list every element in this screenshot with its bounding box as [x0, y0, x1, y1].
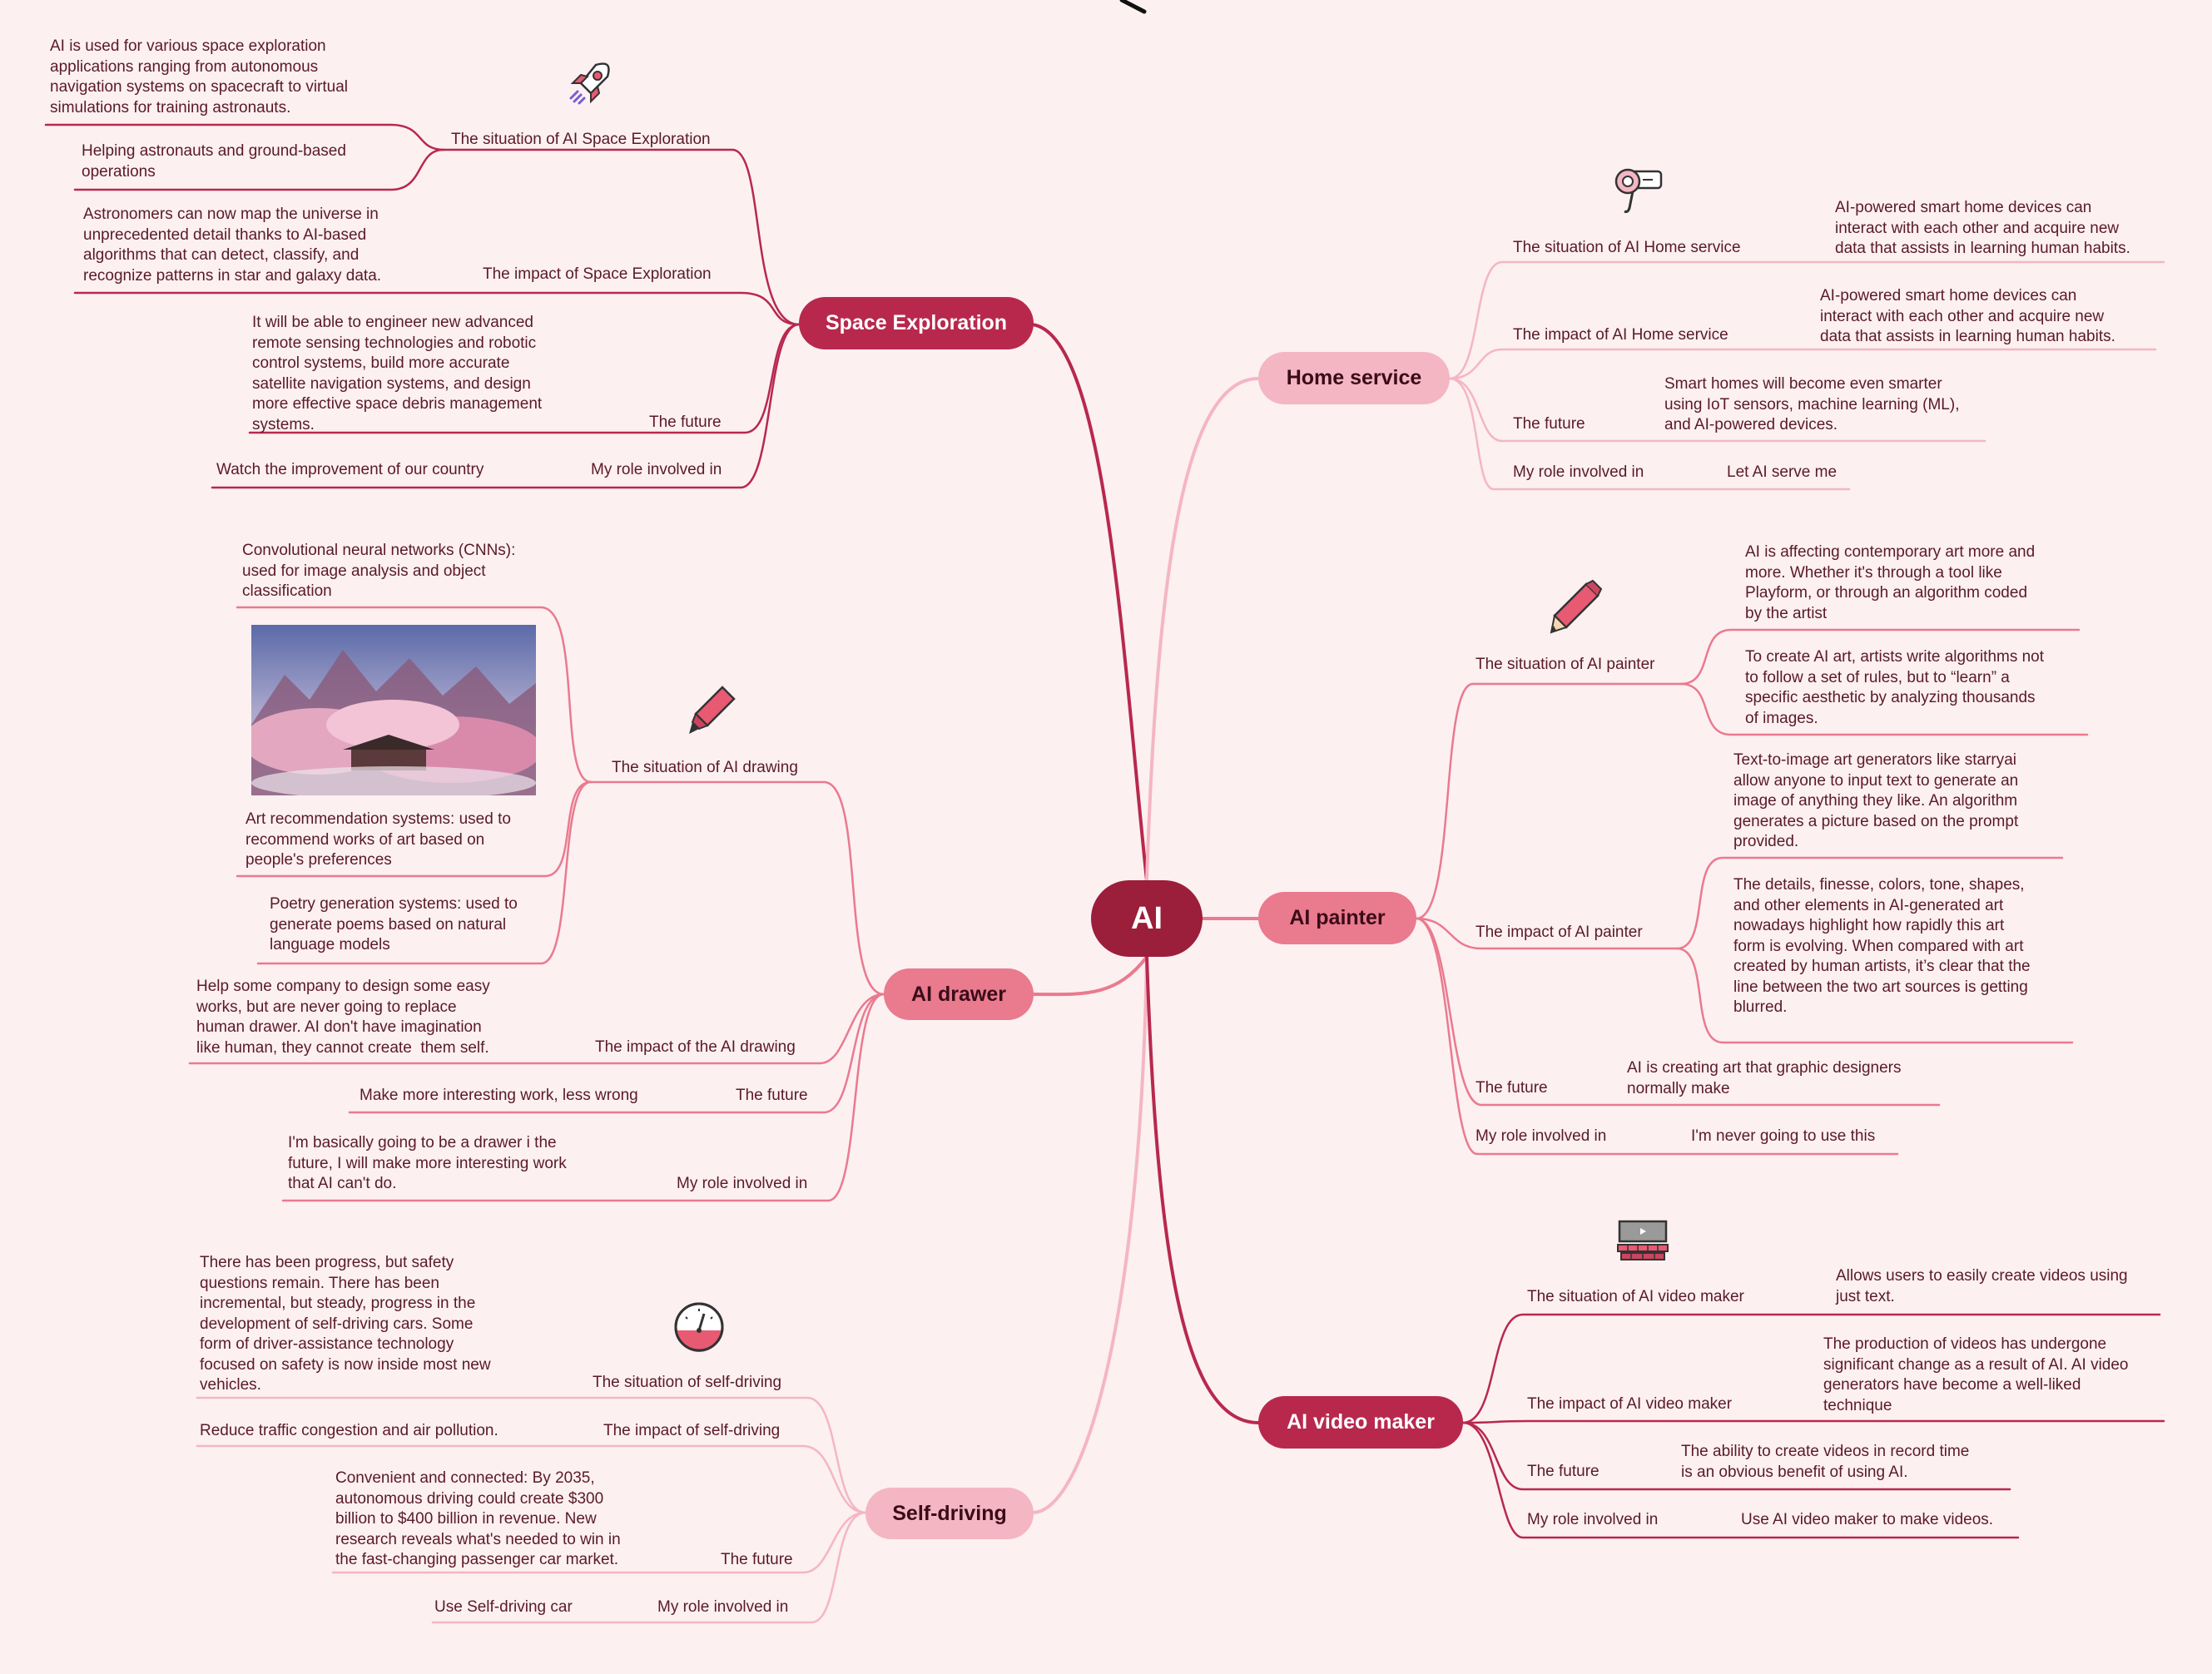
- branch-label: AI video maker: [1287, 1410, 1435, 1434]
- space-impact-detail[interactable]: Astronomers can now map the universe in …: [83, 206, 382, 285]
- selfdriving-future-label[interactable]: The future: [721, 1551, 793, 1568]
- painter-role-label[interactable]: My role involved in: [1475, 1127, 1607, 1145]
- drawer-poetry-detail[interactable]: Poetry generation systems: used to gener…: [270, 895, 518, 953]
- home-situation-detail[interactable]: AI-powered smart home devices can intera…: [1835, 199, 2130, 257]
- selfdriving-role-detail[interactable]: Use Self-driving car: [434, 1598, 573, 1616]
- drawer-future-label[interactable]: The future: [736, 1087, 808, 1104]
- painter-impact-label[interactable]: The impact of AI painter: [1475, 924, 1643, 941]
- home-future-label[interactable]: The future: [1513, 415, 1585, 433]
- video-role-detail[interactable]: Use AI video maker to make videos.: [1741, 1511, 1994, 1528]
- hair-dryer-icon: [1614, 168, 1663, 213]
- drawer-impact-detail[interactable]: Help some company to design some easy wo…: [196, 978, 490, 1057]
- space-future-label[interactable]: The future: [649, 414, 722, 431]
- painter-impact-detail-1[interactable]: Text-to-image art generators like starry…: [1733, 751, 2019, 850]
- painter-situation-detail-1[interactable]: AI is affecting contemporary art more an…: [1745, 543, 2036, 622]
- home-impact-label[interactable]: The impact of AI Home service: [1513, 326, 1728, 344]
- video-future-label[interactable]: The future: [1527, 1463, 1599, 1480]
- speedometer-icon: [674, 1302, 724, 1352]
- space-situation-detail-1[interactable]: AI is used for various space exploration…: [50, 37, 349, 116]
- space-impact-label[interactable]: The impact of Space Exploration: [483, 265, 712, 283]
- rocket-icon: [569, 62, 610, 105]
- root-label: AI: [1131, 900, 1163, 936]
- painter-role-detail[interactable]: I'm never going to use this: [1691, 1127, 1876, 1145]
- branch-home-service[interactable]: Home service: [1258, 352, 1450, 404]
- selfdriving-role-label[interactable]: My role involved in: [657, 1598, 789, 1616]
- drawer-situation-label[interactable]: The situation of AI drawing: [612, 759, 798, 776]
- home-impact-detail[interactable]: AI-powered smart home devices can intera…: [1820, 287, 2115, 345]
- drawer-role-detail[interactable]: I'm basically going to be a drawer i the…: [288, 1134, 567, 1192]
- painter-situation-detail-2[interactable]: To create AI art, artists write algorith…: [1745, 648, 2045, 727]
- branch-self-driving[interactable]: Self-driving: [865, 1488, 1034, 1539]
- branch-label: Space Exploration: [825, 311, 1008, 334]
- branch-ai-video-maker[interactable]: AI video maker: [1258, 1396, 1463, 1449]
- home-future-detail[interactable]: Smart homes will become even smarter usi…: [1664, 375, 1960, 433]
- selfdriving-impact-label[interactable]: The impact of self-driving: [603, 1422, 781, 1439]
- branch-ai-painter[interactable]: AI painter: [1258, 892, 1416, 944]
- space-situation-detail-2[interactable]: Helping astronauts and ground-based oper…: [82, 142, 346, 181]
- video-impact-detail[interactable]: The production of videos has undergone s…: [1823, 1335, 2129, 1414]
- video-situation-detail[interactable]: Allows users to easily create videos usi…: [1836, 1267, 2128, 1305]
- home-situation-label[interactable]: The situation of AI Home service: [1513, 239, 1741, 256]
- painter-situation-label[interactable]: The situation of AI painter: [1475, 656, 1655, 673]
- branch-label: AI drawer: [911, 982, 1006, 1006]
- marker-icon: [689, 686, 736, 734]
- selfdriving-future-detail[interactable]: Convenient and connected: By 2035, auton…: [335, 1469, 621, 1568]
- space-role-label[interactable]: My role involved in: [591, 461, 722, 478]
- drawer-role-label[interactable]: My role involved in: [677, 1175, 808, 1192]
- space-situation-label[interactable]: The situation of AI Space Exploration: [451, 131, 711, 148]
- pink-blossom-painting-image: [251, 625, 536, 795]
- home-role-label[interactable]: My role involved in: [1513, 463, 1644, 481]
- selfdriving-situation-detail[interactable]: There has been progress, but safety ques…: [200, 1254, 491, 1394]
- painter-future-label[interactable]: The future: [1475, 1079, 1548, 1097]
- painter-future-detail[interactable]: AI is creating art that graphic designer…: [1627, 1059, 1902, 1097]
- branch-label: Home service: [1286, 366, 1422, 389]
- space-role-detail[interactable]: Watch the improvement of our country: [216, 461, 484, 478]
- pencil-icon: [1550, 579, 1603, 634]
- video-impact-label[interactable]: The impact of AI video maker: [1527, 1395, 1733, 1413]
- selfdriving-situation-label[interactable]: The situation of self-driving: [593, 1374, 782, 1391]
- painter-impact-detail-2[interactable]: The details, finesse, colors, tone, shap…: [1733, 876, 2031, 1016]
- video-future-detail[interactable]: The ability to create videos in record t…: [1681, 1443, 1970, 1481]
- video-role-label[interactable]: My role involved in: [1527, 1511, 1659, 1528]
- space-future-detail[interactable]: It will be able to engineer new advanced…: [252, 314, 543, 433]
- video-situation-label[interactable]: The situation of AI video maker: [1527, 1288, 1744, 1305]
- root-node[interactable]: AI: [1091, 880, 1203, 957]
- selfdriving-impact-detail[interactable]: Reduce traffic congestion and air pollut…: [200, 1422, 498, 1439]
- home-role-detail[interactable]: Let AI serve me: [1727, 463, 1838, 481]
- branch-label: Self-driving: [892, 1501, 1007, 1525]
- branch-space-exploration[interactable]: Space Exploration: [799, 297, 1034, 349]
- drawer-cnn-detail[interactable]: Convolutional neural networks (CNNs): us…: [242, 542, 516, 600]
- drawer-future-detail[interactable]: Make more interesting work, less wrong: [360, 1087, 638, 1104]
- branch-ai-drawer[interactable]: AI drawer: [884, 968, 1034, 1020]
- drawer-impact-label[interactable]: The impact of the AI drawing: [595, 1038, 796, 1056]
- branch-label: AI painter: [1289, 906, 1386, 929]
- cinema-screen-icon: [1617, 1220, 1669, 1260]
- drawer-recommend-detail[interactable]: Art recommendation systems: used to reco…: [246, 810, 511, 869]
